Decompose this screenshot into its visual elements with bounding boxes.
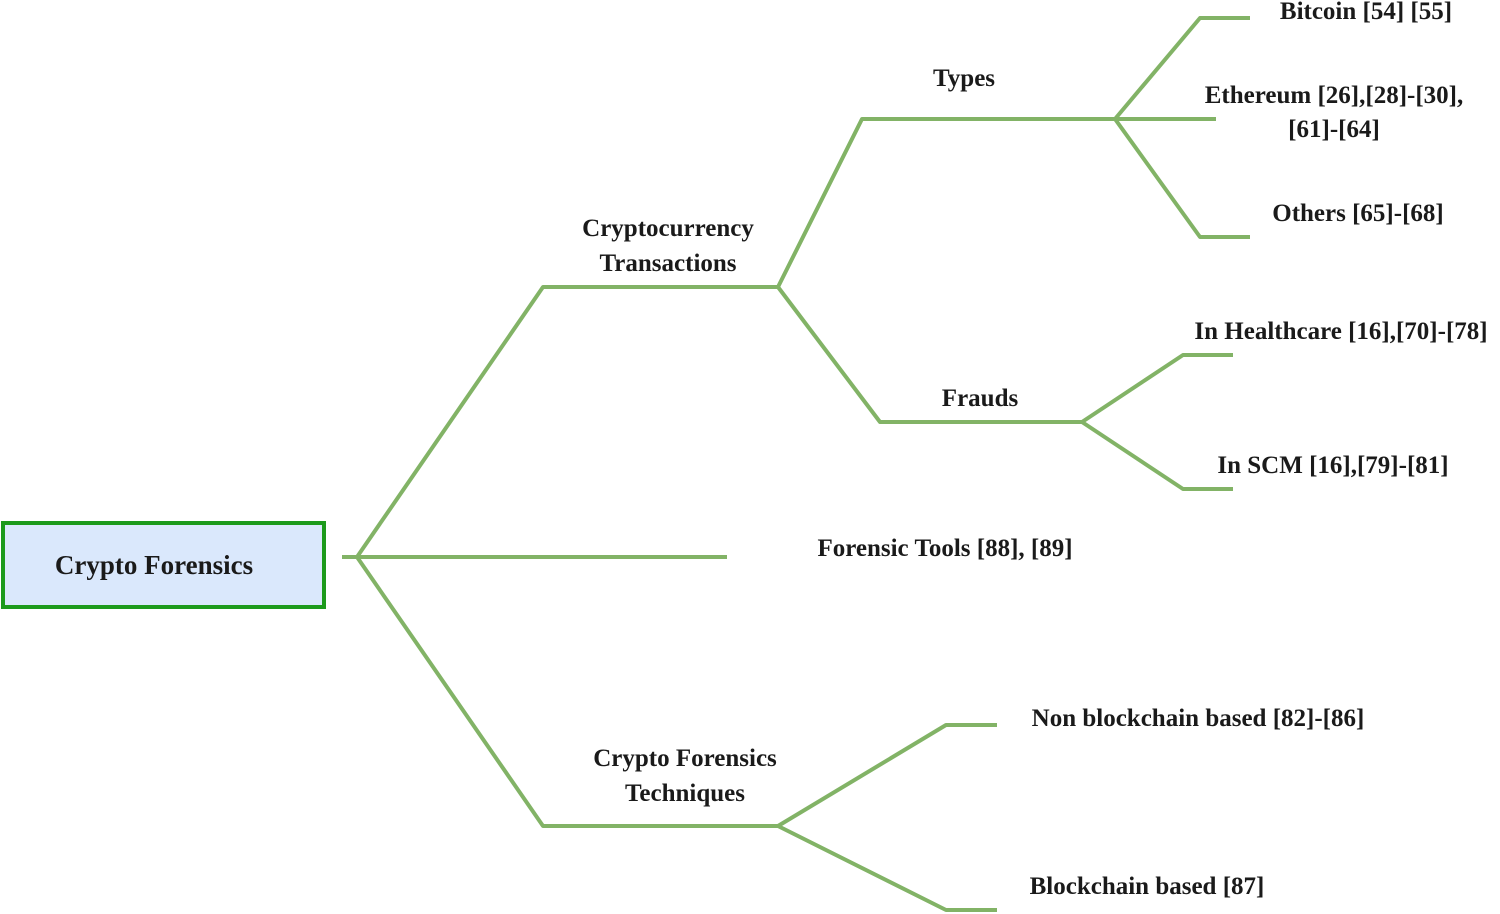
- transactions-label-line1: Cryptocurrency: [582, 215, 754, 242]
- ethereum-label-line1: Ethereum [26],[28]-[30],: [1205, 82, 1464, 109]
- others-label: Others [65]-[68]: [1272, 200, 1443, 227]
- techniques-label-line2: Techniques: [625, 780, 745, 807]
- frauds-label: Frauds: [942, 385, 1019, 412]
- types-label: Types: [933, 65, 995, 92]
- forensic-tools-label: Forensic Tools [88], [89]: [817, 535, 1072, 562]
- connector-transactions-to-types: [776, 117, 1115, 288]
- bitcoin-label: Bitcoin [54] [55]: [1280, 0, 1452, 25]
- connector-transactions-to-frauds: [776, 285, 1082, 424]
- connector-frauds-to-scm: [1080, 420, 1233, 491]
- connector-root-to-techniques: [355, 555, 778, 828]
- scm-label: In SCM [16],[79]-[81]: [1217, 452, 1448, 479]
- non-blockchain-label: Non blockchain based [82]-[86]: [1032, 705, 1365, 732]
- techniques-label-line1: Crypto Forensics: [593, 745, 777, 772]
- healthcare-label: In Healthcare [16],[70]-[78]: [1194, 318, 1487, 345]
- blockchain-label: Blockchain based [87]: [1030, 873, 1265, 900]
- connector-techniques-to-non-blockchain: [776, 723, 997, 828]
- ethereum-label-line2: [61]-[64]: [1288, 116, 1380, 143]
- connector-types-to-bitcoin: [1113, 16, 1250, 121]
- connector-frauds-to-healthcare: [1080, 353, 1233, 424]
- transactions-label-line2: Transactions: [599, 250, 736, 277]
- connector-techniques-to-blockchain: [777, 824, 997, 912]
- connector-types-to-others: [1113, 117, 1250, 239]
- root-label: Crypto Forensics: [55, 550, 253, 580]
- root-box: [1, 521, 326, 609]
- connector-root-to-transactions: [342, 285, 778, 559]
- root-node[interactable]: Crypto Forensics: [1, 521, 326, 609]
